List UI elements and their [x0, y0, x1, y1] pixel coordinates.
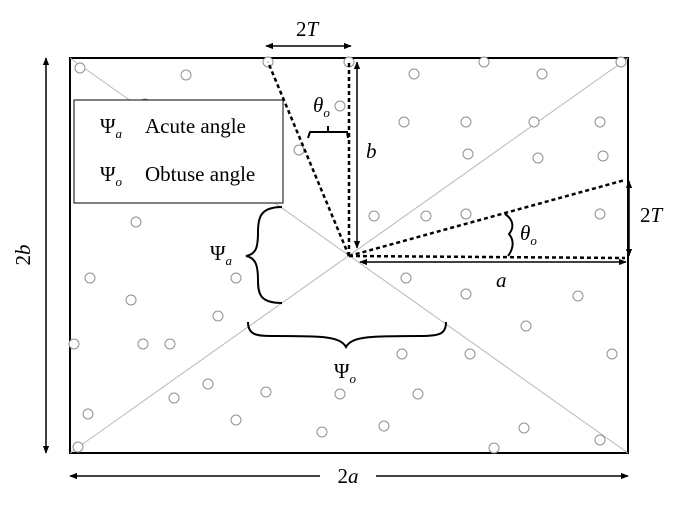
- circle-particle-icon: [520, 320, 532, 332]
- label-variable: T: [651, 203, 664, 227]
- circle-particle-icon: [460, 288, 472, 300]
- label-symbol: θ: [520, 221, 530, 245]
- legend-symbol: Ψ: [100, 114, 116, 138]
- circle-particle-icon: [334, 388, 346, 400]
- circle-particle-icon: [168, 392, 180, 404]
- dashed-ray-right-horizontal: [348, 254, 626, 260]
- legend-item-acute: Ψa Acute angle: [100, 114, 246, 141]
- legend-symbol: Ψ: [100, 162, 116, 186]
- theta-right-label: θo: [520, 221, 537, 248]
- label-variable: a: [348, 464, 359, 488]
- label-number: 2: [338, 464, 349, 488]
- circle-particle-icon: [488, 442, 500, 454]
- circle-particle-icon: [464, 348, 476, 360]
- dashed-ray-right-upper: [348, 178, 626, 258]
- circle-particle-icon: [164, 338, 176, 350]
- label-symbol: θ: [313, 93, 323, 117]
- two-t-top-label: 2T: [296, 17, 320, 41]
- circle-particle-icon: [536, 68, 548, 80]
- two-b-label: 2b: [11, 245, 35, 266]
- legend-label: Acute angle: [145, 114, 246, 138]
- circle-particle-icon: [368, 210, 380, 222]
- legend-subscript: a: [116, 126, 123, 141]
- circle-particle-icon: [68, 338, 80, 350]
- brace-icon: [307, 131, 349, 139]
- a-label: a: [496, 268, 507, 292]
- circle-particle-icon: [594, 116, 606, 128]
- label-subscript: o: [530, 233, 537, 248]
- circle-particle-icon: [460, 116, 472, 128]
- circle-particle-icon: [212, 310, 224, 322]
- legend-box: [73, 99, 284, 204]
- psi-a-brace: [245, 206, 283, 304]
- circle-particle-icon: [202, 378, 214, 390]
- label-variable: b: [11, 245, 35, 256]
- theta-top-label: θo: [313, 93, 330, 120]
- dashed-ray-top-left: [266, 61, 351, 257]
- circle-particle-icon: [597, 150, 609, 162]
- circle-particle-icon: [572, 290, 584, 302]
- circle-particle-icon: [396, 348, 408, 360]
- circle-particle-icon: [230, 272, 242, 284]
- circle-particle-icon: [72, 441, 84, 453]
- circle-particle-icon: [408, 68, 420, 80]
- psi-a-label: Ψa: [210, 241, 233, 268]
- circle-particle-icon: [293, 144, 305, 156]
- label-number: 2: [11, 255, 35, 266]
- circle-particle-icon: [180, 69, 192, 81]
- circle-particle-icon: [412, 388, 424, 400]
- circle-particle-icon: [230, 414, 242, 426]
- circle-particle-icon: [130, 216, 142, 228]
- circle-particle-icon: [316, 426, 328, 438]
- circle-particle-icon: [518, 422, 530, 434]
- b-label: b: [366, 139, 377, 163]
- circle-particle-icon: [137, 338, 149, 350]
- legend-subscript: o: [116, 174, 123, 189]
- circle-particle-icon: [478, 56, 490, 68]
- label-subscript: o: [350, 371, 357, 386]
- brace-icon: [504, 213, 514, 257]
- circle-particle-icon: [125, 294, 137, 306]
- circle-particle-icon: [260, 386, 272, 398]
- circle-particle-icon: [74, 62, 86, 74]
- label-subscript: o: [323, 105, 330, 120]
- particle-field: [68, 56, 627, 454]
- label-variable: T: [307, 17, 320, 41]
- label-number: 2: [640, 203, 651, 227]
- two-a-label: 2a: [338, 464, 359, 488]
- circle-particle-icon: [594, 208, 606, 220]
- circle-particle-icon: [594, 434, 606, 446]
- circle-particle-icon: [462, 148, 474, 160]
- label-symbol: Ψ: [210, 241, 226, 265]
- circle-particle-icon: [615, 56, 627, 68]
- circle-particle-icon: [378, 420, 390, 432]
- label-number: 2: [296, 17, 307, 41]
- legend-label: Obtuse angle: [145, 162, 255, 186]
- circle-particle-icon: [82, 408, 94, 420]
- circle-particle-icon: [460, 208, 472, 220]
- circle-particle-icon: [398, 116, 410, 128]
- label-subscript: a: [226, 253, 233, 268]
- circle-particle-icon: [420, 210, 432, 222]
- psi-o-label: Ψo: [334, 359, 357, 386]
- circle-particle-icon: [334, 100, 346, 112]
- circle-particle-icon: [84, 272, 96, 284]
- label-symbol: Ψ: [334, 359, 350, 383]
- circle-particle-icon: [400, 272, 412, 284]
- circle-particle-icon: [606, 348, 618, 360]
- two-t-right-label: 2T: [640, 203, 664, 227]
- circle-particle-icon: [528, 116, 540, 128]
- psi-o-brace: [247, 321, 447, 350]
- circle-particle-icon: [532, 152, 544, 164]
- legend-item-obtuse: Ψo Obtuse angle: [100, 162, 255, 189]
